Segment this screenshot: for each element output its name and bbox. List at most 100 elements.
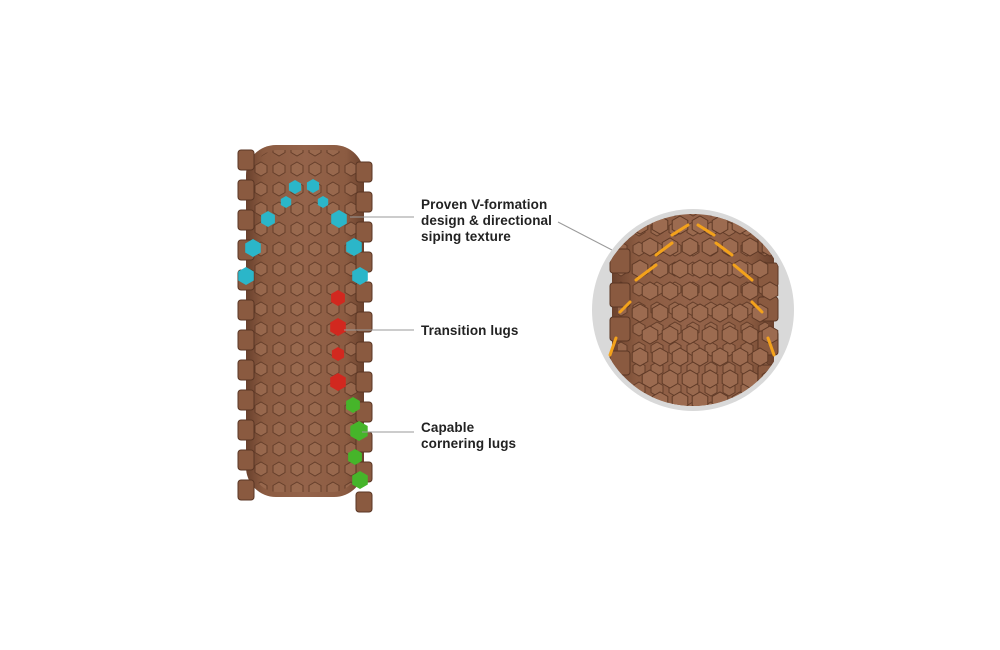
- transition-callout-line-1: Transition lugs: [421, 323, 519, 338]
- side-knob: [355, 221, 373, 243]
- side-knob: [237, 329, 255, 351]
- v-formation-lug: [238, 267, 254, 285]
- transition-lug: [330, 373, 346, 391]
- zoom-detail: [592, 209, 794, 457]
- side-knob: [355, 341, 373, 363]
- transition-lug: [331, 290, 345, 306]
- siping-mark: [766, 336, 776, 357]
- side-knob: [355, 281, 373, 303]
- side-knob: [237, 179, 255, 201]
- tire-tread-texture: [252, 150, 358, 492]
- zoom-side-knob: [610, 419, 630, 443]
- zoom-tread-knob: [661, 281, 679, 301]
- zoom-tread-knob: [661, 237, 679, 257]
- v-formation-lug: [306, 179, 320, 193]
- cornering-lug: [350, 421, 368, 441]
- zoom-tread-knob: [691, 347, 709, 367]
- transition-callout: Transition lugs: [421, 323, 519, 339]
- zoom-tread-knob: [631, 303, 649, 323]
- zoom-tread-knob: [711, 259, 729, 279]
- zoom-tread-knob: [721, 281, 739, 301]
- zoom-tread-knob: [751, 303, 769, 323]
- zoom-tread-knob: [721, 325, 739, 345]
- side-knob: [355, 191, 373, 213]
- siping-mark: [634, 263, 658, 282]
- zoom-tread-knob: [641, 325, 659, 345]
- zoom-tread-knob: [681, 325, 699, 345]
- siping-marks: [608, 223, 776, 357]
- zoom-tread-knob: [681, 281, 699, 301]
- v-formation-callout: Proven V-formation design & directional …: [421, 197, 552, 245]
- zoom-tread-knob: [701, 281, 719, 301]
- siping-mark: [696, 223, 716, 237]
- side-knob: [237, 359, 255, 381]
- zoom-tread-knob: [681, 237, 699, 257]
- side-knob: [355, 311, 373, 333]
- cornering-lug: [348, 449, 362, 465]
- v-formation-lug: [245, 239, 261, 257]
- zoom-side-knob: [609, 282, 631, 308]
- side-knob: [237, 479, 255, 501]
- v-formation-callout-line-1: Proven V-formation: [421, 197, 548, 212]
- transition-lug: [330, 318, 346, 336]
- zoom-tread-knob: [731, 303, 749, 323]
- cornering-callout-line-1: Capable: [421, 420, 475, 435]
- zoom-tread-knob: [721, 369, 739, 389]
- zoom-tread-knob: [741, 237, 759, 257]
- cornering-lug: [352, 471, 368, 489]
- siping-mark: [714, 241, 734, 257]
- zoom-side-knob: [609, 316, 631, 342]
- zoom-side-knob: [757, 398, 779, 406]
- v-formation-lug: [288, 180, 302, 194]
- zoom-tread-knob: [671, 347, 689, 367]
- side-knob: [355, 161, 373, 183]
- side-knob: [355, 401, 373, 423]
- cornering-lug: [346, 397, 360, 413]
- zoom-tread-knob: [661, 369, 679, 389]
- transition-lug: [331, 347, 345, 361]
- side-knob: [237, 299, 255, 321]
- zoom-tread-knob: [651, 347, 669, 367]
- zoom-leader-line: [557, 221, 613, 251]
- zoom-tread-knob: [681, 369, 699, 389]
- zoom-side-knob: [609, 384, 631, 406]
- zoom-tread-knob: [631, 347, 649, 367]
- zoom-tread-knob: [701, 325, 719, 345]
- zoom-tread-knob: [751, 259, 769, 279]
- cornering-lugs: [346, 397, 368, 489]
- v-formation-callout-line-3: siping texture: [421, 229, 511, 244]
- v-formation-lug: [261, 211, 275, 227]
- zoom-tread-knob: [741, 325, 759, 345]
- transition-lugs: [330, 290, 346, 391]
- zoom-tread-knob: [671, 303, 689, 323]
- siping-mark: [732, 263, 754, 282]
- zoom-tread-knob: [671, 259, 689, 279]
- side-knob: [237, 209, 255, 231]
- side-knob: [237, 449, 255, 471]
- siping-mark: [750, 300, 764, 314]
- zoom-tread-knob: [751, 391, 769, 406]
- zoom-tread-knob: [711, 347, 729, 367]
- v-formation-lug: [346, 238, 362, 256]
- side-knob: [237, 149, 255, 171]
- zoom-tread-knob: [691, 303, 709, 323]
- siping-mark: [670, 223, 690, 237]
- zoom-tread-knob: [701, 369, 719, 389]
- zoom-tread-knob: [661, 325, 679, 345]
- siping-mark: [608, 336, 618, 357]
- zoom-tread-knob: [641, 281, 659, 301]
- zoom-tread-knob: [691, 259, 709, 279]
- v-formation-callout-line-2: design & directional: [421, 213, 553, 228]
- v-formation-lugs: [238, 179, 368, 285]
- zoom-tread-knob: [751, 347, 769, 367]
- zoom-side-knob: [758, 433, 778, 457]
- zoom-tread-knob: [741, 281, 759, 301]
- v-formation-lug: [352, 267, 368, 285]
- zoom-tread-knob: [641, 237, 659, 257]
- zoom-tread-knob: [731, 347, 749, 367]
- v-formation-lug: [280, 196, 292, 208]
- zoom-tread-knob: [761, 281, 779, 301]
- side-knob: [355, 491, 373, 513]
- zoom-tread-knob: [641, 369, 659, 389]
- cornering-callout-line-2: cornering lugs: [421, 436, 517, 451]
